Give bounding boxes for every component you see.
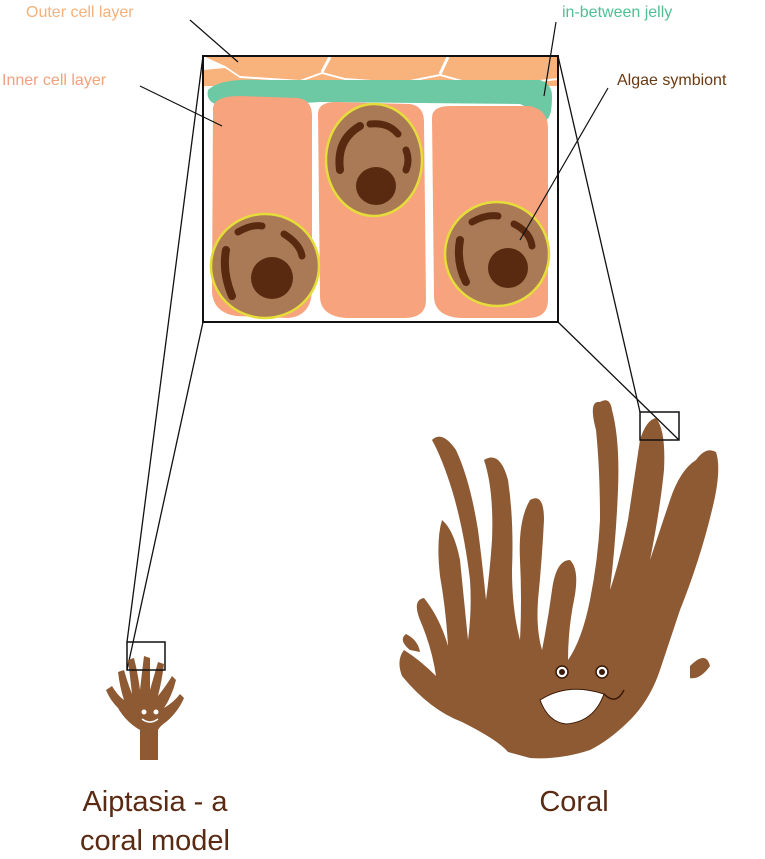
aiptasia-zoom-box — [126, 641, 166, 671]
algae-symbiont-top — [324, 102, 424, 218]
zoom-frame — [202, 55, 559, 323]
aiptasia-eye-right — [153, 709, 159, 715]
label-inner-cell-layer: Inner cell layer — [2, 72, 107, 89]
coral-title: Coral — [539, 786, 608, 818]
label-algae-symbiont: Algae symbiont — [617, 72, 727, 89]
coral-mouth — [539, 688, 605, 725]
aiptasia-figure — [106, 656, 184, 760]
aiptasia-eye-left — [141, 709, 147, 715]
zoom-guide-lines — [126, 55, 680, 671]
label-leader-lines — [139, 19, 609, 241]
label-in-between-jelly: in-between jelly — [562, 4, 672, 21]
in-between-jelly — [207, 79, 553, 120]
coral-zoom-box — [639, 411, 680, 441]
algae-symbiont-left — [209, 212, 321, 320]
zoomed-cell-panel — [202, 55, 559, 323]
algae-symbiont-right — [443, 200, 551, 308]
aiptasia-smile — [141, 718, 159, 723]
coral-figure — [399, 400, 719, 759]
aiptasia-title-line2: coral model — [80, 825, 230, 857]
label-outer-cell-layer: Outer cell layer — [26, 4, 134, 21]
aiptasia-title-line1: Aiptasia - a — [82, 786, 228, 818]
